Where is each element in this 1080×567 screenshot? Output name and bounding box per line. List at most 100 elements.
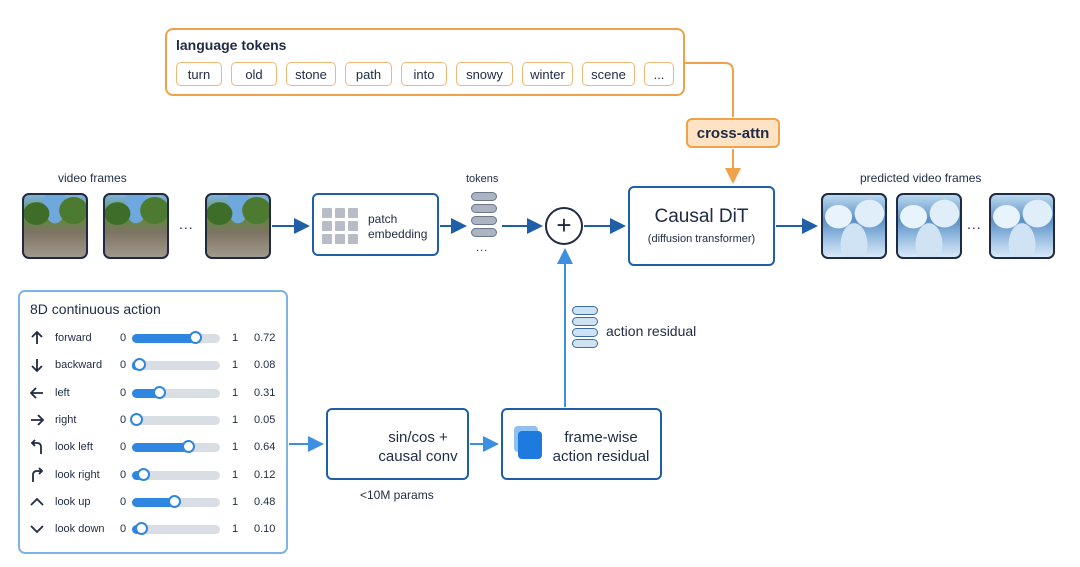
slider-knob[interactable] — [134, 522, 148, 536]
token-chip: turn — [176, 62, 222, 86]
action-label: look up — [55, 495, 91, 508]
token-chip: path — [345, 62, 392, 86]
action-label: backward — [55, 359, 103, 372]
framewise-residual-label: frame-wise action residual — [545, 428, 657, 466]
action-slider[interactable] — [130, 412, 220, 426]
slider-min-label: 0 — [120, 413, 127, 426]
predicted-ellipsis: ... — [967, 216, 982, 232]
slider-knob[interactable] — [130, 412, 144, 426]
slider-max-label: 1 — [232, 468, 239, 481]
slider-min-label: 0 — [120, 386, 127, 399]
action-value: 0.48 — [254, 495, 276, 508]
framewise-line1: frame-wise — [564, 429, 638, 446]
action-row-look-left: look left 0 1 0.64 — [28, 438, 283, 458]
slider-max-label: 1 — [232, 359, 239, 372]
slider-fill — [132, 334, 196, 343]
patch-embedding-label: patch embedding — [368, 212, 427, 242]
causal-dit-subtitle: (diffusion transformer) — [647, 233, 756, 245]
cross-attn-box: cross-attn — [686, 118, 780, 148]
action-slider[interactable] — [132, 440, 220, 454]
slider-knob[interactable] — [189, 331, 203, 344]
action-slider[interactable] — [132, 385, 220, 399]
action-row-left: left 0 1 0.31 — [28, 384, 283, 404]
slider-knob[interactable] — [153, 385, 167, 399]
patch-label-line1: patch — [368, 212, 398, 226]
arrow-down-icon — [31, 359, 43, 373]
action-value: 0.10 — [254, 523, 276, 536]
chevron-down-icon — [30, 525, 44, 534]
action-label: right — [55, 413, 77, 426]
slider-max-label: 1 — [232, 332, 239, 344]
token-chip: old — [231, 62, 277, 86]
slider-fill — [132, 388, 160, 398]
params-caption: <10M params — [360, 488, 434, 502]
slider-min-label: 0 — [120, 332, 127, 344]
token-chip: winter — [522, 62, 573, 86]
token-chip: into — [401, 62, 447, 86]
slider-fill — [132, 497, 175, 507]
action-value: 0.64 — [254, 441, 276, 454]
slider-max-label: 1 — [232, 386, 239, 399]
action-value: 0.72 — [254, 332, 276, 344]
action-label: left — [55, 386, 70, 399]
action-row-right: right 0 1 0.05 — [28, 411, 283, 431]
turn-right-icon — [32, 466, 44, 482]
video-frames-caption: video frames — [58, 171, 127, 185]
action-value: 0.12 — [254, 468, 276, 481]
slider-knob[interactable] — [136, 467, 150, 481]
sincos-conv-box — [326, 408, 469, 480]
video-frame — [22, 193, 88, 259]
slider-min-label: 0 — [120, 441, 127, 454]
action-label: look right — [55, 468, 100, 481]
sincos-line1: sin/cos + — [388, 429, 448, 446]
sincos-line2: causal conv — [378, 448, 458, 465]
video-frame — [103, 193, 169, 259]
predicted-frame — [821, 193, 887, 259]
action-slider[interactable] — [132, 467, 220, 481]
plus-icon: + — [545, 207, 583, 245]
slider-min-label: 0 — [120, 523, 127, 536]
layers-icon-front — [518, 431, 542, 459]
predicted-frame — [896, 193, 962, 259]
slider-max-label: 1 — [232, 441, 239, 454]
arrow-left-icon — [29, 386, 43, 399]
slider-fill — [132, 443, 189, 453]
turn-left-icon — [30, 439, 42, 455]
action-slider[interactable] — [132, 522, 220, 536]
slider-min-label: 0 — [120, 359, 127, 372]
slider-knob[interactable] — [182, 440, 196, 454]
action-slider[interactable] — [132, 358, 220, 372]
patch-label-line2: embedding — [368, 227, 428, 241]
action-slider[interactable] — [132, 331, 220, 344]
token-chip: stone — [286, 62, 336, 86]
action-slider[interactable] — [132, 494, 220, 508]
video-frame — [205, 193, 271, 259]
slider-max-label: 1 — [232, 413, 239, 426]
predicted-frame — [989, 193, 1055, 259]
action-value: 0.31 — [254, 386, 276, 399]
slider-max-label: 1 — [232, 495, 239, 508]
causal-dit-title: Causal DiT — [654, 206, 749, 227]
slider-min-label: 0 — [120, 495, 127, 508]
sincos-conv-label: sin/cos + causal conv — [373, 428, 463, 466]
action-label: forward — [55, 332, 92, 344]
token-chip: scene — [582, 62, 635, 86]
slider-min-label: 0 — [120, 468, 127, 481]
slider-knob[interactable] — [133, 358, 147, 372]
action-label: look left — [55, 441, 93, 454]
predicted-frames-caption: predicted video frames — [860, 171, 982, 185]
tokens-caption: tokens — [466, 173, 499, 185]
tokens-ellipsis: ... — [476, 242, 489, 254]
action-row-forward: forward 0 1 0.72 — [28, 329, 283, 349]
token-chip-ellipsis: ... — [644, 62, 674, 86]
action-row-look-right: look right 0 1 0.12 — [28, 466, 283, 486]
action-value: 0.05 — [254, 413, 276, 426]
slider-knob[interactable] — [168, 494, 182, 508]
language-tokens-title: language tokens — [176, 37, 287, 53]
arrow-up-icon — [31, 330, 43, 344]
token-chip: snowy — [456, 62, 513, 86]
frames-ellipsis: ... — [179, 216, 194, 232]
action-label: look down — [55, 523, 105, 536]
